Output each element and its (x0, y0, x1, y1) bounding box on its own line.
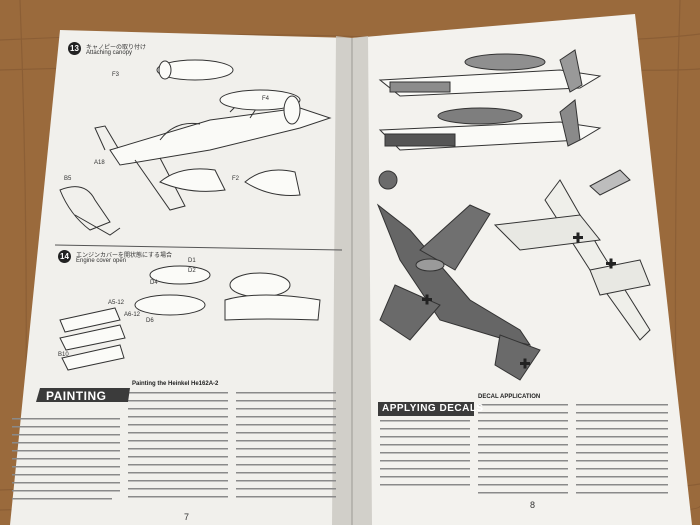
profile-view-top (378, 49, 602, 97)
applying-decals-header-bar (378, 402, 474, 416)
step-14-subtitle: Engine cover open (76, 258, 127, 264)
painting-header-bar (36, 388, 130, 402)
part-label-f3: F3 (112, 72, 120, 78)
part-label-a6-12: A6-12 (124, 312, 141, 318)
step-14-subtitle-jp: エンジンカバーを開状態にする場合 (76, 253, 173, 259)
step-13-subtitle: Attaching canopy (86, 50, 133, 56)
applying-decals-header: APPLYING DECALS (382, 403, 484, 414)
step-separator (54, 244, 343, 251)
part-label-a18: A18 (94, 160, 105, 166)
decal-application-title: DECAL APPLICATION (478, 394, 541, 400)
top-view-aircraft-dark (376, 203, 541, 381)
right-page-text-lines (380, 404, 668, 494)
right-page-number: 8 (530, 500, 536, 510)
part-label-b10: B10 (58, 352, 69, 358)
step-14-number: 14 (58, 250, 71, 263)
painting-title: Painting the Heinkel He162A-2 (132, 381, 219, 387)
wheel-detail (378, 170, 398, 190)
part-label-f4: F4 (262, 96, 270, 102)
part-label-b5: B5 (64, 176, 72, 182)
painting-header: PAINTING (46, 389, 107, 403)
part-label-d2: D2 (188, 268, 196, 274)
national-insignia (422, 232, 616, 369)
step-13-number: 13 (68, 42, 81, 55)
top-view-aircraft-light (493, 169, 651, 341)
step14-engine-parts (59, 265, 321, 371)
profile-view-middle (378, 99, 602, 151)
left-page-text-lines (12, 392, 336, 500)
step13-engine-pod (156, 59, 234, 81)
step-13-subtitle-jp: キャノピーの取り付け (86, 45, 147, 51)
part-label-d1: D1 (188, 258, 196, 264)
part-label-d4: D4 (150, 280, 158, 286)
part-label-d6: D6 (146, 318, 154, 324)
part-label-f2: F2 (232, 176, 240, 182)
step13-canopy-details (59, 95, 301, 236)
left-page-number: 7 (184, 512, 190, 522)
part-label-a5-12: A5-12 (108, 300, 125, 306)
